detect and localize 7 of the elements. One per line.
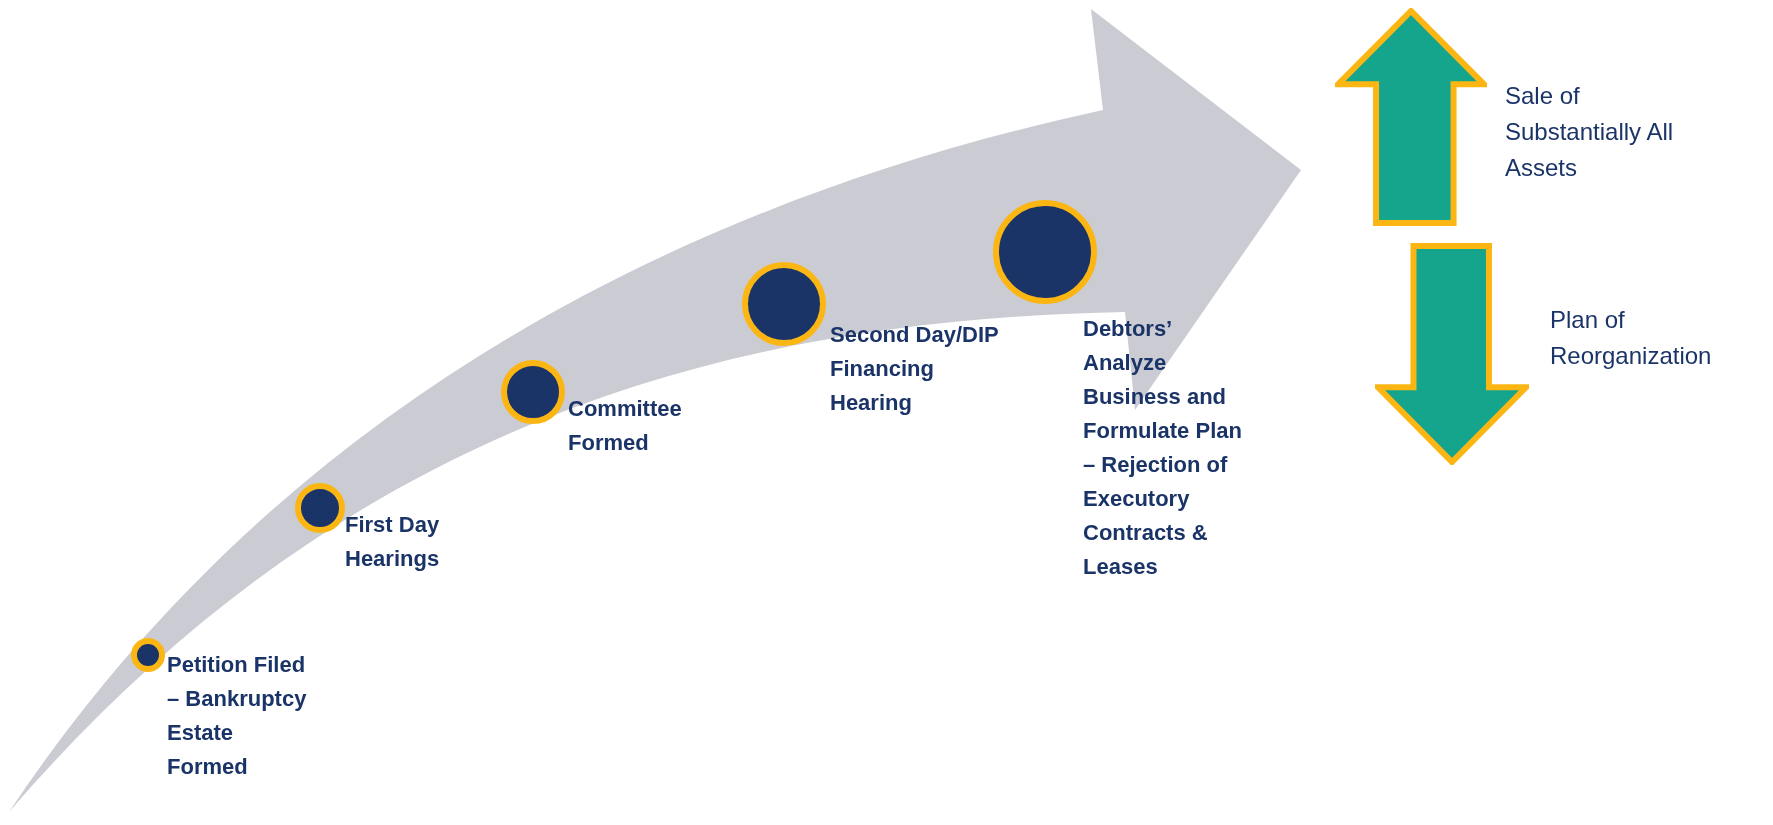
milestone-label: First Day Hearings: [345, 511, 441, 573]
milestone-label: Debtors’ Analyze Business and Formulate Plan – Rejection of Executory Contracts & Leases: [1083, 315, 1243, 581]
milestone-label: Petition Filed – Bankruptcy Estate Formed: [167, 651, 307, 781]
milestone-label: Second Day/DIP Financing Hearing: [830, 321, 1000, 417]
milestone-label: Committee Formed: [568, 395, 683, 457]
outcome-label: Sale of Substantially All Assets: [1505, 81, 1675, 183]
outcome-label: Plan of Reorganization: [1550, 305, 1713, 371]
